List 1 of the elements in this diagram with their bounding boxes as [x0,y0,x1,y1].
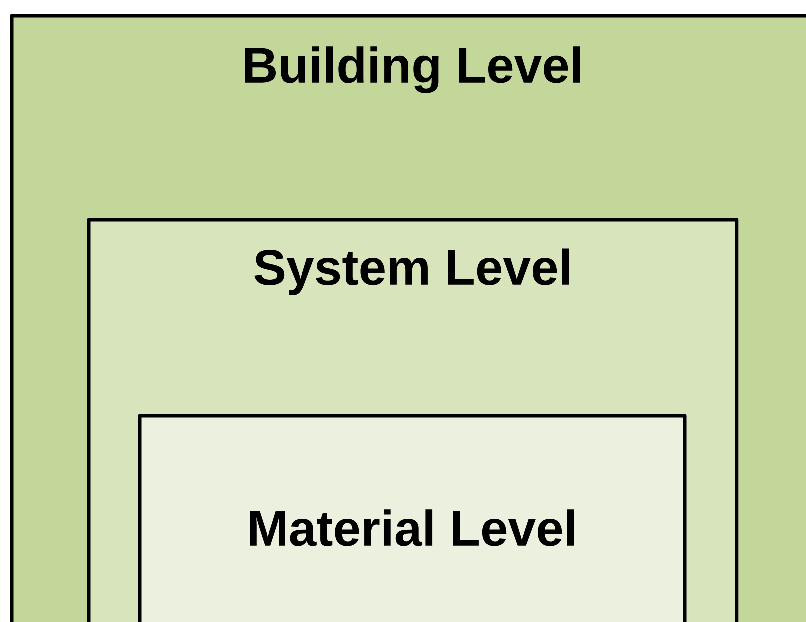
level-box: Material Level [138,414,687,622]
